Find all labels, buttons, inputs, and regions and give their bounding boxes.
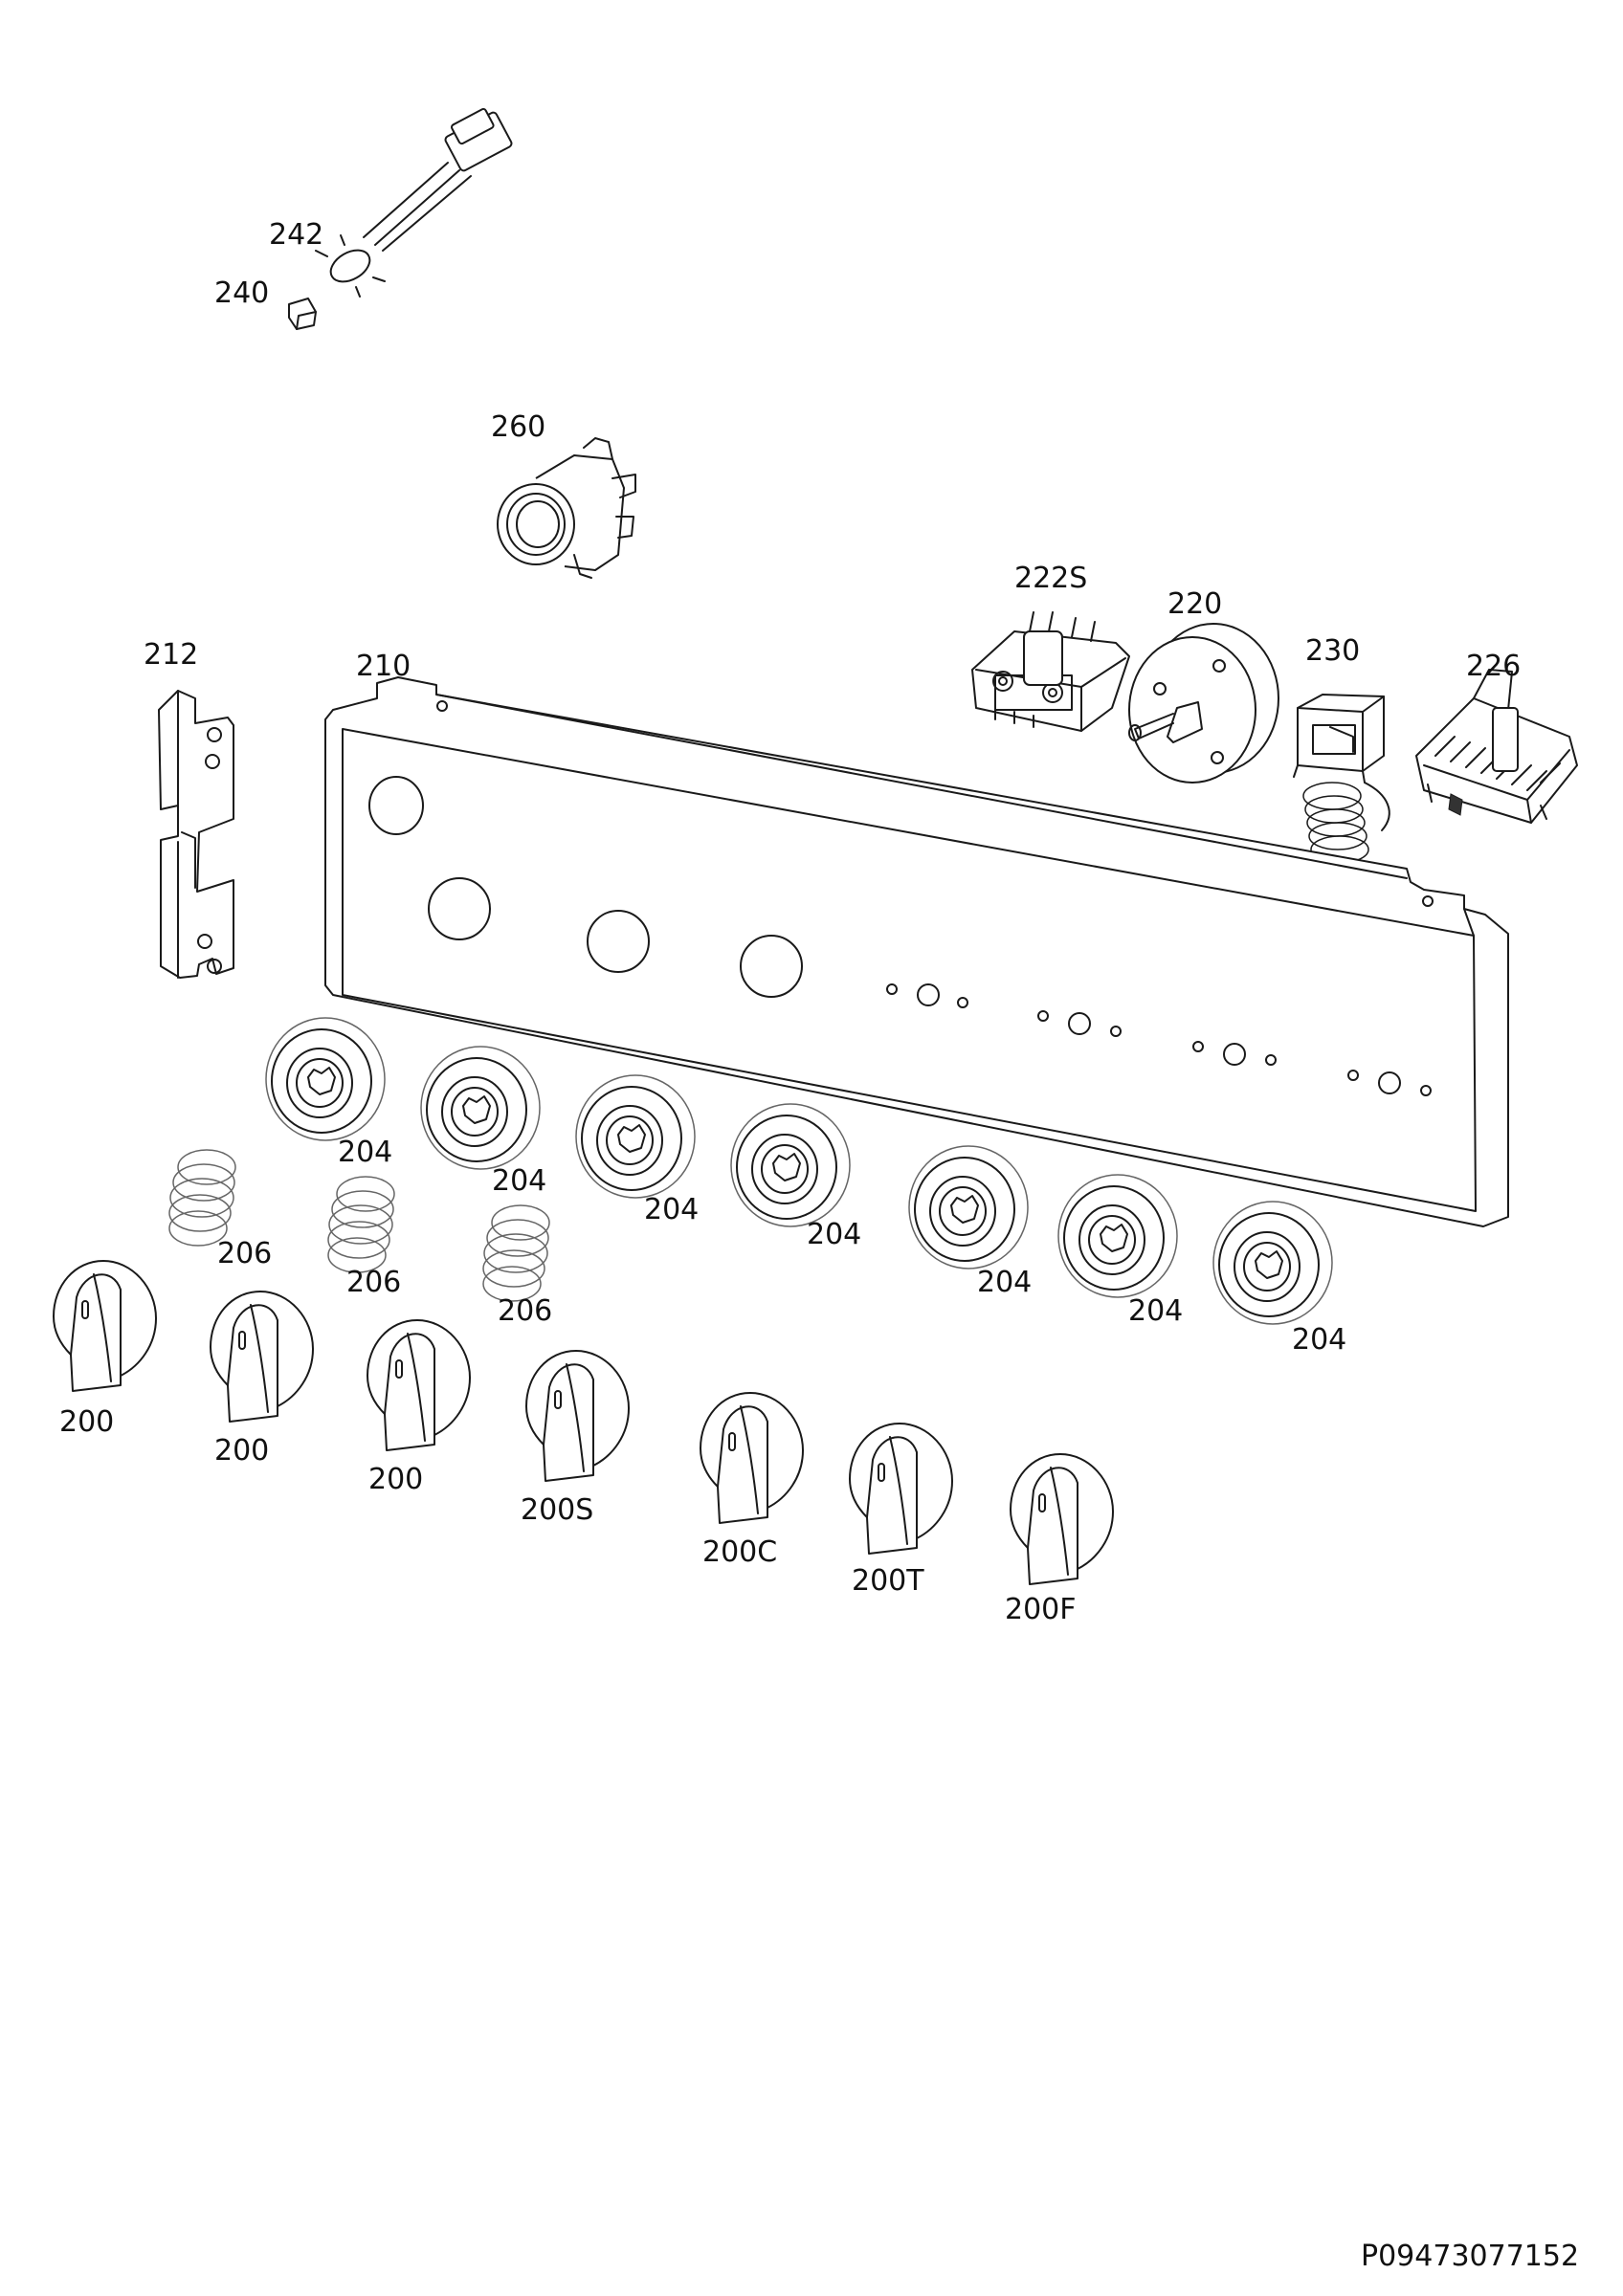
label-204-1: 204 [338,1136,392,1169]
label-200-3: 200 [368,1463,423,1496]
bezel-204-2 [420,1046,541,1170]
drawing-code: P09473077152 [1361,2240,1579,2273]
label-260: 260 [491,410,545,444]
label-230: 230 [1305,634,1360,668]
label-200S: 200S [521,1493,593,1527]
label-200C: 200C [702,1535,777,1569]
bracket-212 [158,690,234,979]
label-200-2: 200 [214,1434,269,1468]
label-206-1: 206 [217,1237,272,1270]
harness-242 [315,108,513,298]
thermostat-230 [1293,694,1390,864]
lamp-260 [497,437,636,579]
bezel-204-3 [575,1074,696,1199]
spring-206-2 [327,1176,395,1273]
switch-222S [971,611,1130,732]
bezel-204-4 [730,1103,851,1227]
switch-226 [1415,669,1578,824]
label-210: 210 [356,650,411,683]
label-222S: 222S [1014,562,1087,595]
label-240: 240 [214,276,269,310]
bezel-204-5 [908,1145,1029,1269]
label-204-7: 204 [1292,1323,1346,1357]
label-226: 226 [1466,650,1521,683]
label-200T: 200T [852,1564,924,1598]
knob-200T [849,1423,953,1555]
label-206-3: 206 [498,1294,552,1328]
timer-220 [1128,623,1279,784]
bezel-204-1 [265,1017,386,1141]
control-panel-210 [324,676,1509,1227]
label-204-6: 204 [1128,1294,1183,1328]
knob-200-3 [367,1319,471,1451]
bezel-204-6 [1057,1174,1178,1298]
clip-240 [288,298,317,330]
label-204-4: 204 [807,1218,861,1251]
knob-200-1 [53,1260,157,1392]
label-242: 242 [269,218,323,252]
bezel-204-7 [1212,1201,1333,1325]
label-204-3: 204 [644,1193,699,1226]
label-204-5: 204 [977,1266,1032,1299]
label-200-1: 200 [59,1405,114,1439]
label-220: 220 [1167,587,1222,621]
spring-206-3 [482,1204,550,1302]
label-206-2: 206 [346,1266,401,1299]
label-212: 212 [144,638,198,672]
knob-200-2 [210,1291,314,1423]
label-204-2: 204 [492,1164,546,1198]
knob-200F [1010,1453,1114,1585]
spring-206-1 [168,1149,236,1247]
knob-200S [525,1350,630,1482]
knob-200C [700,1392,804,1524]
label-200F: 200F [1005,1593,1077,1626]
